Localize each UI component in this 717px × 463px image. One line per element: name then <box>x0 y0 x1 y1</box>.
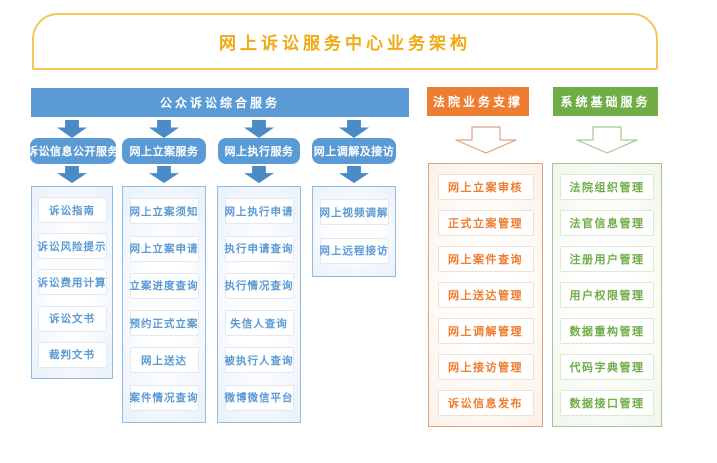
down-arrow-outline-icon <box>576 126 638 154</box>
diagram-node: 数据接口管理 <box>560 390 654 416</box>
diagram-node: 正式立案管理 <box>437 210 534 236</box>
down-arrow-icon <box>57 120 87 138</box>
column-online-filing: 网上立案须知 网上立案申请 立案进度查询 预约正式立案 网上送达 案件情况查询 <box>122 186 206 423</box>
down-arrow-icon <box>149 120 179 138</box>
diagram-node: 执行情况查询 <box>224 272 294 299</box>
diagram-node: 裁判文书 <box>37 341 107 368</box>
down-arrow-icon <box>244 166 274 183</box>
diagram-node: 立案进度查询 <box>129 272 199 299</box>
down-arrow-icon <box>339 120 369 138</box>
down-arrow-icon <box>149 166 179 183</box>
header-system-basic-services: 系统基础服务 <box>553 87 658 116</box>
diagram-node: 被执行人查询 <box>224 347 294 374</box>
pill-litigation-info-service: 诉讼信息公开服务 <box>27 138 119 164</box>
header-public-litigation-services: 公众诉讼综合服务 <box>31 88 409 117</box>
column-system-services: 法院组织管理 法官信息管理 注册用户管理 用户权限管理 数据重构管理 代码字典管… <box>552 163 662 427</box>
diagram-node: 执行申请查询 <box>224 235 294 262</box>
diagram-node: 诉讼文书 <box>37 305 107 332</box>
diagram-node: 诉讼指南 <box>37 197 107 224</box>
diagram-node: 网上远程接访 <box>319 237 389 264</box>
diagram-node: 诉讼风险提示 <box>37 233 107 260</box>
diagram-node: 预约正式立案 <box>129 310 199 337</box>
pill-online-mediation-service: 网上调解及接访 <box>312 138 396 164</box>
diagram-node: 失信人查询 <box>224 310 294 337</box>
down-arrow-icon <box>244 120 274 138</box>
header-court-business-support: 法院业务支撑 <box>427 87 529 116</box>
diagram-node: 数据重构管理 <box>560 318 654 344</box>
down-arrow-icon <box>57 166 87 183</box>
down-arrow-icon <box>339 166 369 183</box>
diagram-node: 微博微信平台 <box>224 384 294 411</box>
diagram-node: 网上立案审核 <box>437 174 534 200</box>
diagram-node: 网上执行申请 <box>224 198 294 225</box>
diagram-node: 案件情况查询 <box>129 384 199 411</box>
diagram-node: 网上送达 <box>129 347 199 374</box>
diagram-node: 网上视频调解 <box>319 199 389 226</box>
column-court-support: 网上立案审核 正式立案管理 网上案件查询 网上送达管理 网上调解管理 网上接访管… <box>428 163 543 427</box>
column-online-enforcement: 网上执行申请 执行申请查询 执行情况查询 失信人查询 被执行人查询 微博微信平台 <box>217 186 301 423</box>
diagram-node: 注册用户管理 <box>560 246 654 272</box>
column-litigation-info: 诉讼指南 诉讼风险提示 诉讼费用计算 诉讼文书 裁判文书 <box>31 186 113 379</box>
pill-online-filing-service: 网上立案服务 <box>122 138 206 164</box>
diagram-node: 网上接访管理 <box>437 354 534 380</box>
column-online-mediation: 网上视频调解 网上远程接访 <box>312 186 396 277</box>
down-arrow-outline-icon <box>455 126 517 154</box>
diagram-node: 网上送达管理 <box>437 282 534 308</box>
diagram-node: 诉讼费用计算 <box>37 269 107 296</box>
page-title: 网上诉讼服务中心业务架构 <box>219 34 471 53</box>
diagram-node: 法官信息管理 <box>560 210 654 236</box>
diagram-node: 网上立案须知 <box>129 198 199 225</box>
title-frame: 网上诉讼服务中心业务架构 <box>32 13 658 70</box>
diagram-node: 用户权限管理 <box>560 282 654 308</box>
diagram-node: 网上调解管理 <box>437 318 534 344</box>
diagram-node: 法院组织管理 <box>560 174 654 200</box>
pill-online-enforcement-service: 网上执行服务 <box>218 138 300 164</box>
diagram-node: 诉讼信息发布 <box>437 390 534 416</box>
diagram-node: 网上立案申请 <box>129 235 199 262</box>
diagram-node: 代码字典管理 <box>560 354 654 380</box>
diagram-node: 网上案件查询 <box>437 246 534 272</box>
